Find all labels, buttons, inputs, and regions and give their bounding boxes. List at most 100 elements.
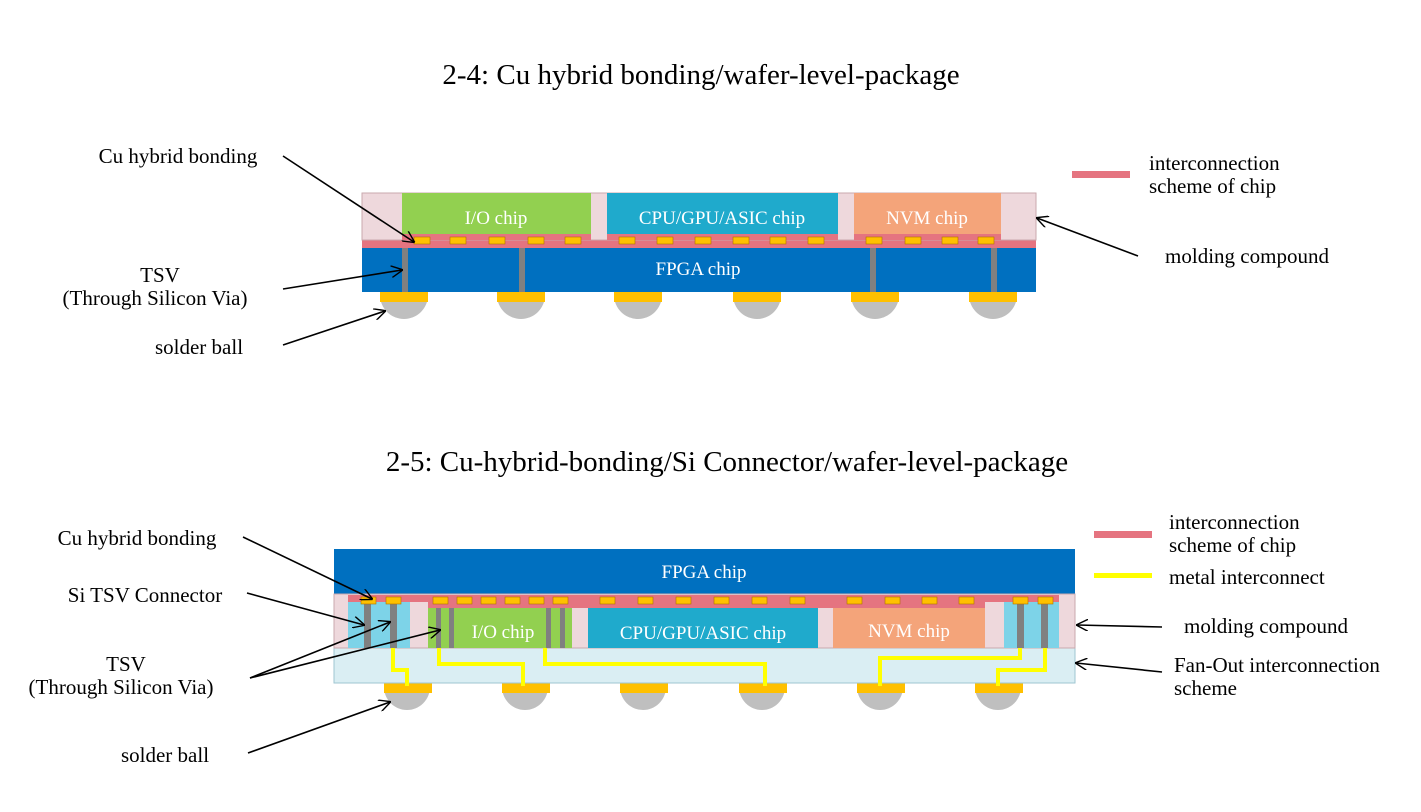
tsv: [1017, 602, 1024, 648]
cu-pad: [432, 596, 449, 605]
fpga-chip-top: [362, 248, 1036, 292]
solder-pad: [497, 292, 545, 302]
metal-trace: [437, 648, 525, 686]
cu-pad: [449, 236, 467, 245]
cu-pad: [846, 596, 863, 605]
cpu-chip-bottom: [588, 608, 818, 648]
nvm-chip-bottom: [833, 608, 985, 648]
arrow-fanout: [1076, 663, 1163, 673]
cu-pads-top: [413, 236, 995, 245]
legend-interconnect-top-line2: scheme of chip: [1149, 174, 1276, 198]
cu-pad: [958, 596, 975, 605]
cu-pad: [941, 236, 959, 245]
cu-pad: [732, 236, 750, 245]
diagram-bottom: 2-5: Cu-hybrid-bonding/Si Connector/wafe…: [29, 446, 1381, 767]
arrow-cu-hybrid-bonding-top: [282, 155, 414, 242]
arrow-solder-ball-bottom: [247, 702, 390, 754]
legend-interconnect-bottom-line1: interconnection: [1169, 510, 1300, 534]
callout-tsv-sub-top: (Through Silicon Via): [63, 286, 248, 310]
diagram-top-title: 2-4: Cu hybrid bonding/wafer-level-packa…: [442, 59, 959, 91]
tsvs-top: [402, 248, 997, 292]
solder-pad: [975, 683, 1023, 693]
callout-molding-compound-bottom: molding compound: [1184, 614, 1348, 638]
solder-balls-top: [380, 292, 1017, 319]
callout-cu-hybrid-bonding-bottom: Cu hybrid bonding: [58, 526, 217, 550]
tsv: [991, 248, 997, 292]
legend-interconnect-bottom-line2: scheme of chip: [1169, 533, 1296, 557]
solder-pad: [739, 683, 787, 693]
legend-interconnect-swatch-bottom: [1094, 531, 1152, 538]
callout-solder-ball-top: solder ball: [155, 335, 243, 359]
fpga-chip-top-label: FPGA chip: [656, 259, 741, 280]
cu-pad: [807, 236, 825, 245]
metal-trace: [391, 648, 409, 686]
cu-pad: [1012, 596, 1029, 605]
si-connector-io-left: [428, 608, 460, 648]
tsv: [436, 608, 441, 648]
cu-pad: [456, 596, 473, 605]
solder-pad: [380, 292, 428, 302]
solder-pad: [502, 683, 550, 693]
cu-pad: [769, 236, 787, 245]
cu-pad: [904, 236, 922, 245]
cpu-chip-top-base: [607, 234, 838, 240]
cu-pad: [385, 596, 402, 605]
arrow-solder-ball-top: [282, 311, 385, 346]
cu-pad: [884, 596, 901, 605]
cu-pad: [865, 236, 883, 245]
cu-pad: [413, 236, 431, 245]
solder-pad: [384, 683, 432, 693]
cu-pad: [564, 236, 582, 245]
callout-fanout-line2: scheme: [1174, 676, 1237, 700]
callout-tsv-sub-bottom: (Through Silicon Via): [29, 675, 214, 699]
cu-pad: [637, 596, 654, 605]
solder-pad: [969, 292, 1017, 302]
cu-pad: [789, 596, 806, 605]
callout-cu-hybrid-bonding-top: Cu hybrid bonding: [99, 144, 258, 168]
cu-pad: [488, 236, 506, 245]
tsv: [449, 608, 454, 648]
legend-interconnect-swatch-top: [1072, 171, 1130, 178]
diagram-top: 2-4: Cu hybrid bonding/wafer-level-packa…: [63, 59, 1330, 359]
cu-pad: [694, 236, 712, 245]
diagram-bottom-title: 2-5: Cu-hybrid-bonding/Si Connector/wafe…: [386, 446, 1068, 478]
nvm-chip-bottom-label: NVM chip: [868, 621, 950, 642]
metal-trace: [996, 648, 1047, 686]
nvm-chip-top-base: [854, 234, 1001, 240]
cu-pad: [618, 236, 636, 245]
nvm-chip-top: [854, 193, 1001, 234]
cu-pad: [977, 236, 995, 245]
solder-pad: [851, 292, 899, 302]
metal-interconnect-traces: [391, 648, 1047, 686]
tsv: [546, 608, 551, 648]
cu-pad: [527, 236, 545, 245]
tsv: [519, 248, 525, 292]
cu-pad: [1037, 596, 1054, 605]
si-connector-left: [348, 602, 410, 648]
arrow-si-tsv-connector: [246, 592, 364, 625]
io-chip-bottom-label: I/O chip: [472, 622, 535, 643]
callout-tsv-bottom: TSV: [106, 652, 146, 676]
callout-tsv-top: TSV: [140, 263, 180, 287]
callout-solder-ball-bottom: solder ball: [121, 743, 209, 767]
cu-pad: [921, 596, 938, 605]
solder-balls-bottom: [384, 683, 1023, 710]
tsv: [870, 248, 876, 292]
fpga-chip-bottom: [334, 549, 1075, 594]
legend-metal-swatch: [1094, 573, 1152, 578]
tsv: [390, 602, 397, 648]
interconnect-layer-bottom: [348, 595, 1059, 602]
callout-molding-compound-top: molding compound: [1165, 244, 1329, 268]
solder-pad: [614, 292, 662, 302]
cu-pad: [675, 596, 692, 605]
tsv: [364, 602, 371, 648]
si-connector-io-right: [540, 608, 572, 648]
legend-interconnect-top-line1: interconnection: [1149, 151, 1280, 175]
nvm-chip-top-label: NVM chip: [886, 208, 968, 229]
si-connector-right: [1004, 602, 1059, 648]
callout-fanout-line1: Fan-Out interconnection: [1174, 653, 1380, 677]
tsv: [402, 248, 408, 292]
tsv: [560, 608, 565, 648]
cu-pad: [528, 596, 545, 605]
